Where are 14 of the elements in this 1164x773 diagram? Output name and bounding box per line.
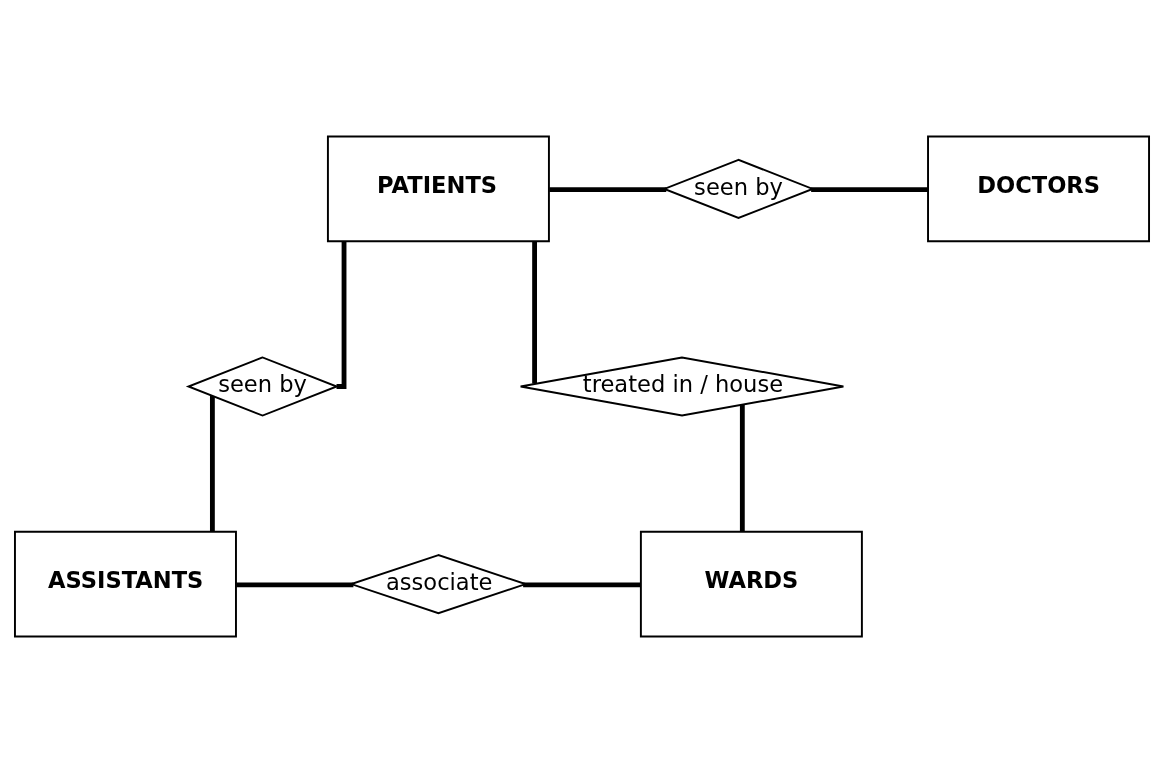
node-box: PATIENTS	[326, 135, 550, 243]
connector	[532, 241, 537, 384]
connector	[336, 241, 347, 389]
node-box: WARDS	[639, 530, 863, 638]
node-box: DOCTORS	[927, 135, 1150, 243]
connector	[523, 582, 641, 588]
connector	[236, 582, 354, 588]
connector	[549, 187, 667, 193]
node-diamond: treated in / house	[519, 356, 845, 417]
node-box: ASSISTANTS	[14, 530, 237, 638]
connector	[739, 404, 745, 532]
connector	[811, 187, 928, 193]
node-diamond: seen by	[185, 356, 340, 417]
connector	[210, 396, 215, 532]
